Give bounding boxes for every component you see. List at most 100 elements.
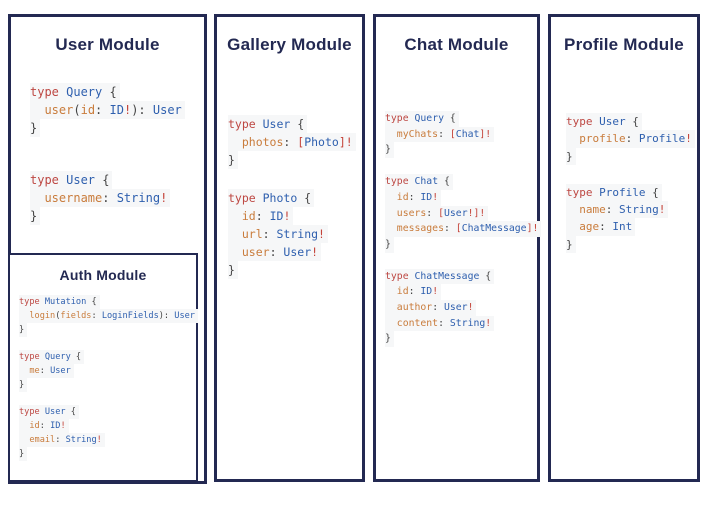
code-token: ! [467, 302, 474, 314]
code-area-user: type Query { user(id: ID!): User} type Us… [11, 83, 204, 225]
module-title-profile: Profile Module [564, 35, 684, 54]
code-token: } [19, 380, 25, 390]
code-token: User [283, 245, 312, 259]
code-token: Chat [414, 176, 444, 188]
code-token: ID [420, 191, 433, 203]
code-block: type User { photos: [Photo]!} [228, 115, 362, 169]
code-line: type ChatMessage { [385, 268, 495, 285]
module-panel-chat: Chat Module type Query { myChats: [Chat]… [373, 14, 542, 482]
code-token: { [485, 270, 492, 282]
module-title-chat: Chat Module [404, 35, 509, 54]
code-token: type [385, 176, 415, 188]
module-title-auth: Auth Module [59, 267, 147, 283]
code-line: myChats: [Chat]! [385, 126, 495, 143]
code-token: id [241, 209, 256, 223]
code-line: } [566, 147, 576, 165]
code-token: ID [109, 103, 124, 117]
code-token: ID [420, 286, 433, 298]
code-line: type User { [228, 115, 308, 133]
code-token: : [39, 366, 51, 376]
code-block: type User { id: ID! email: String!} [19, 405, 196, 461]
code-token: { [632, 115, 639, 128]
code-line: photos: [Photo]! [228, 133, 356, 151]
code-token: type [19, 297, 45, 307]
code-token: type [30, 173, 67, 187]
code-token: String [619, 203, 659, 217]
code-token [19, 421, 29, 431]
module-title-user: User Module [55, 35, 160, 54]
code-token: url [241, 227, 263, 241]
code-token: type [30, 85, 67, 99]
code-token: [ [438, 207, 444, 219]
code-token: messages [396, 223, 444, 235]
code-token: : [443, 223, 456, 235]
code-line: } [30, 119, 41, 137]
code-token: photos [241, 135, 284, 149]
code-token: email [29, 435, 56, 445]
code-line: } [385, 331, 394, 348]
code-line: } [566, 235, 576, 254]
code-token: : [95, 103, 110, 117]
code-area-auth: type Mutation { login(fields: LoginField… [10, 295, 198, 461]
code-token: type [228, 117, 263, 131]
code-line: id: ID! [385, 189, 442, 206]
code-block: type User { username: String!} [30, 171, 204, 225]
code-line: type Photo { [228, 189, 315, 207]
code-token: [ [297, 135, 305, 149]
code-block: type Photo { id: ID! url: String! user: … [228, 189, 362, 279]
code-line: name: String! [566, 201, 669, 219]
code-token: { [449, 113, 456, 124]
code-line: } [19, 323, 28, 337]
code-token: : [426, 207, 439, 219]
code-token: ]! [338, 135, 353, 149]
code-line: user: User! [228, 243, 322, 261]
code-token: Profile [638, 132, 686, 146]
code-token: User [44, 407, 71, 417]
code-token: { [444, 176, 450, 188]
code-token: : [91, 311, 102, 321]
code-token: ! [123, 103, 132, 117]
code-token: user [241, 245, 270, 259]
code-token: { [91, 297, 97, 307]
code-token: type [19, 352, 45, 362]
code-line: users: [User!]! [385, 205, 489, 222]
code-token: ): [131, 103, 153, 117]
code-token: : [269, 245, 284, 259]
code-token: type [385, 270, 415, 282]
code-token: } [30, 209, 38, 223]
code-token: ! [432, 286, 439, 298]
code-token [385, 286, 397, 297]
code-token [566, 132, 579, 145]
code-token: type [566, 185, 600, 199]
code-token: : [438, 317, 450, 329]
code-token [19, 435, 29, 445]
code-line: id: ID! [228, 207, 294, 225]
code-token: Mutation [44, 297, 92, 307]
code-line: email: String! [19, 433, 105, 447]
code-token: type [566, 115, 600, 128]
code-block: type Mutation { login(fields: LoginField… [19, 295, 198, 337]
code-line: user(id: ID!): User [30, 101, 185, 119]
code-block: type Query { user(id: ID!): User} [30, 83, 204, 137]
code-token [19, 311, 29, 321]
code-token: : [255, 209, 270, 223]
code-token: : [432, 302, 444, 314]
module-panel-gallery: Gallery Module type User { photos: [Phot… [214, 14, 365, 482]
code-token [385, 129, 397, 140]
code-line: } [385, 142, 394, 159]
code-line: me: User [19, 364, 74, 378]
code-token: users [396, 207, 427, 219]
code-token: String [449, 317, 486, 329]
code-line: login(fields: LoginFields): User [19, 309, 198, 323]
code-line: } [228, 261, 238, 279]
code-line: messages: [ChatMessage]! [385, 221, 542, 237]
code-token: content [396, 317, 439, 329]
code-token: } [566, 237, 573, 251]
code-line: username: String! [30, 189, 171, 207]
code-line: age: Int [566, 218, 636, 236]
code-line: type Chat { [385, 174, 453, 190]
code-line: content: String! [385, 315, 495, 332]
code-block: type Chat { id: ID! users: [User!]! mess… [385, 174, 542, 253]
code-token: } [385, 333, 391, 345]
code-block: type Query { me: User} [19, 350, 196, 392]
